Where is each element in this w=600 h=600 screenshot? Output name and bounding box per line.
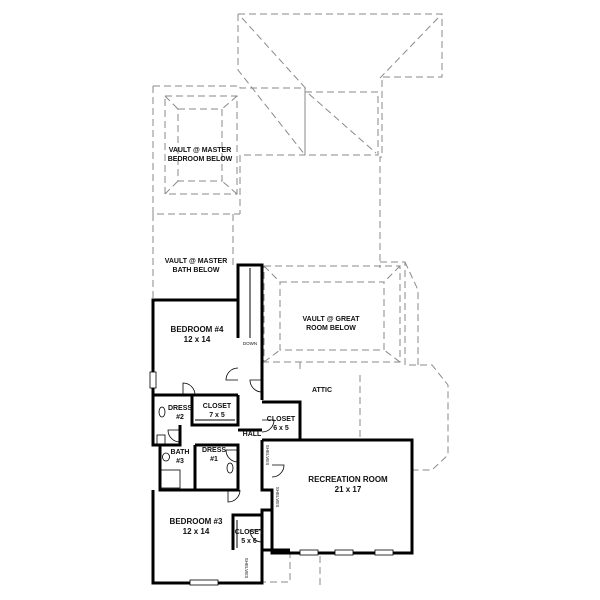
door-swing bbox=[271, 464, 285, 478]
roof-hip-line bbox=[241, 17, 310, 93]
attic-outline bbox=[380, 261, 449, 471]
bath3-num: #3 bbox=[176, 458, 184, 465]
upper-roof-right-edge bbox=[238, 13, 443, 268]
recreation-room-name: RECREATION ROOM bbox=[308, 475, 388, 484]
door-swing bbox=[225, 449, 239, 463]
vault-hip-line bbox=[164, 95, 179, 110]
fixtures bbox=[156, 406, 238, 548]
door-swing bbox=[249, 529, 263, 543]
door-swing bbox=[167, 429, 181, 443]
vault-master-bedroom-inner bbox=[177, 108, 223, 182]
sink bbox=[156, 434, 166, 445]
recreation-room-size: 21 x 17 bbox=[335, 485, 362, 494]
bedroom4-wall bbox=[151, 298, 238, 430]
vault-hip-line bbox=[263, 265, 281, 283]
vault-outline bbox=[232, 214, 238, 266]
dress2-num: #2 bbox=[176, 414, 184, 421]
window bbox=[374, 549, 394, 556]
vault-hip-line bbox=[263, 349, 281, 363]
recreation-room-wall bbox=[270, 438, 414, 555]
stair-down-label: DOWN bbox=[243, 341, 257, 346]
door-swing bbox=[182, 382, 196, 396]
vault-hip-line bbox=[221, 95, 238, 110]
walls bbox=[149, 263, 414, 586]
vault-great-room-inner bbox=[279, 281, 385, 351]
door-swing bbox=[261, 419, 275, 433]
closet-bed4-name: CLOSET bbox=[203, 403, 232, 410]
dress2-name: DRESS bbox=[168, 405, 192, 412]
vault-master-bedroom-line2: BEDROOM BELOW bbox=[168, 156, 233, 163]
closet-hall-size: 6 x 5 bbox=[273, 425, 289, 432]
vault-great-room-line1: VAULT @ GREAT bbox=[303, 316, 361, 323]
shelves-label: SHELVES bbox=[244, 558, 249, 578]
vault-hip-line bbox=[221, 180, 238, 195]
bathtub bbox=[159, 469, 181, 489]
vault-master-bedroom-line1: VAULT @ MASTER bbox=[169, 147, 232, 154]
closet-hall-name: CLOSET bbox=[267, 416, 296, 423]
door-swing bbox=[225, 367, 239, 381]
shelves-label: SHELVES bbox=[265, 445, 270, 465]
bedroom3-name: BEDROOM #3 bbox=[170, 517, 223, 526]
dress2-south-wall bbox=[160, 425, 182, 447]
closet-wall bbox=[231, 513, 264, 550]
door-swing bbox=[249, 379, 263, 393]
bath3-name: BATH bbox=[171, 449, 190, 456]
shelves-label: SHELVES bbox=[275, 487, 280, 507]
roof-hip-line bbox=[308, 93, 377, 154]
lower-outline bbox=[262, 552, 413, 583]
bedroom4-size: 12 x 14 bbox=[184, 335, 211, 344]
window bbox=[299, 549, 319, 556]
bedroom3-wall bbox=[151, 490, 290, 585]
vault-great-room-box bbox=[263, 265, 401, 363]
bedroom4-name: BEDROOM #4 bbox=[171, 325, 224, 334]
door-swing bbox=[227, 489, 241, 503]
toilet bbox=[162, 452, 170, 462]
bath-wall bbox=[158, 445, 195, 492]
vault-master-bath-line1: VAULT @ MASTER bbox=[165, 258, 228, 265]
vault-hip-line bbox=[383, 349, 401, 363]
closet-bed4-size: 7 x 5 bbox=[209, 412, 225, 419]
hall-label: HALL bbox=[243, 431, 262, 438]
closet-bed3-name: CLOSET bbox=[235, 529, 264, 536]
attic-label: ATTIC bbox=[312, 387, 332, 394]
window bbox=[334, 549, 354, 556]
window bbox=[149, 371, 157, 389]
vault-hip-line bbox=[383, 265, 401, 283]
attic-outline bbox=[404, 261, 419, 365]
vanity-sink bbox=[226, 462, 234, 474]
closet-wall bbox=[190, 395, 240, 427]
vault-hip-line bbox=[164, 180, 179, 195]
dress1-num: #1 bbox=[210, 456, 218, 463]
dress1-wall bbox=[193, 443, 240, 492]
dress2-wall bbox=[151, 395, 160, 447]
roof-outline bbox=[152, 13, 449, 585]
roof-hip-line bbox=[379, 17, 439, 79]
window bbox=[189, 579, 219, 586]
vault-outline bbox=[153, 85, 306, 214]
roof-ridge-box bbox=[304, 91, 379, 156]
bedroom3-size: 12 x 14 bbox=[183, 527, 210, 536]
upper-roof-left-edge bbox=[237, 14, 306, 156]
vault-great-room-line2: ROOM BELOW bbox=[306, 325, 356, 332]
labels: VAULT @ MASTER BEDROOM BELOW VAULT @ MAS… bbox=[165, 147, 388, 578]
vault-master-bedroom-box bbox=[164, 95, 238, 195]
doors bbox=[167, 367, 285, 543]
closet-bed3-size: 5 x 6 bbox=[241, 538, 257, 545]
dress1-name: DRESS bbox=[202, 447, 226, 454]
hall-wall bbox=[260, 440, 274, 515]
vanity-sink bbox=[158, 406, 166, 418]
vault-master-bath-line2: BATH BELOW bbox=[173, 267, 220, 274]
